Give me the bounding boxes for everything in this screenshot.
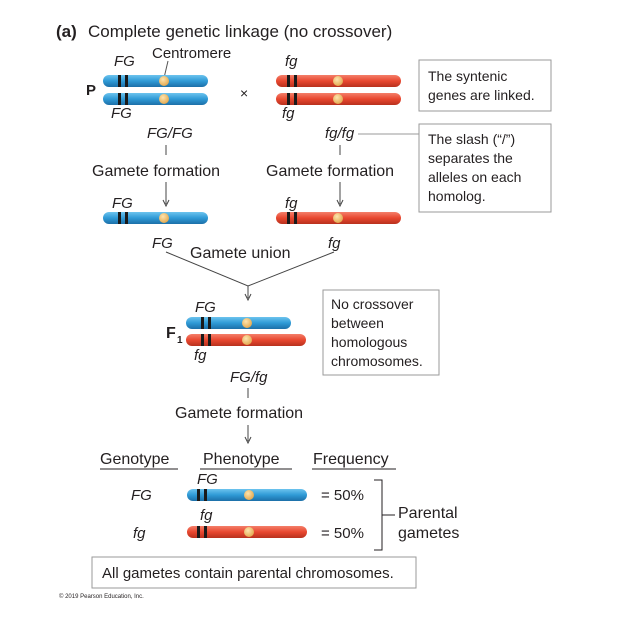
- chromosome-red: [187, 526, 307, 538]
- centromere-label: Centromere: [152, 45, 231, 62]
- note-syntenic-line: genes are linked.: [428, 87, 535, 103]
- genotype-FG-fg: FG/fg: [230, 369, 268, 386]
- p-top-allele: FG: [114, 53, 135, 70]
- row-allele-label: FG: [197, 471, 218, 488]
- summary-box: [91, 556, 417, 589]
- chromosome-blue: [103, 212, 208, 224]
- chromosome-red: [186, 334, 306, 346]
- f1-subscript: 1: [177, 335, 183, 346]
- row-allele-label: fg: [200, 507, 213, 524]
- chromosome-blue: [186, 317, 291, 329]
- cross-symbol: ×: [240, 85, 248, 101]
- arrow-head: [244, 436, 252, 445]
- row-genotype: FG: [131, 487, 152, 504]
- arrow-head: [336, 199, 344, 208]
- f1-label: F: [166, 325, 176, 342]
- genotype-fg-fg: fg/fg: [325, 125, 355, 142]
- title-part: (a): [56, 22, 77, 41]
- row-frequency: = 50%: [321, 525, 364, 542]
- gamete-formation-label: Gamete formation: [266, 163, 394, 180]
- p2-top-allele: fg: [285, 53, 298, 70]
- note-slash-line: alleles on each: [428, 169, 521, 185]
- arrow-head: [162, 199, 170, 208]
- note-nocross-line: homologous: [331, 334, 407, 350]
- f1-top-allele: FG: [195, 299, 216, 316]
- p-bottom-allele: FG: [111, 105, 132, 122]
- header-frequency: Frequency: [313, 451, 389, 468]
- arrow-head: [244, 293, 252, 302]
- p-label: P: [86, 82, 96, 99]
- copyright: © 2019 Pearson Education, Inc.: [59, 593, 144, 600]
- parental-label: Parental: [398, 505, 458, 522]
- note-nocross-line: chromosomes.: [331, 353, 423, 369]
- f1-bottom-allele: fg: [194, 347, 207, 364]
- chromosome-red: [276, 93, 401, 105]
- gamete-fg-allele: fg: [285, 195, 298, 212]
- gamete-union-label: Gamete union: [190, 245, 291, 262]
- note-nocross-line: between: [331, 315, 384, 331]
- note-syntenic-box: [418, 59, 552, 112]
- note-slash-line: The slash (“/”): [428, 131, 515, 147]
- note-syntenic-line: The syntenic: [428, 68, 507, 84]
- genotype-FG-FG: FG/FG: [147, 125, 193, 142]
- page-title: Complete genetic linkage (no crossover): [88, 22, 392, 41]
- parental-label: gametes: [398, 525, 459, 542]
- header-genotype: Genotype: [100, 451, 169, 468]
- parental-bracket: [374, 479, 383, 551]
- summary-text: All gametes contain parental chromosomes…: [102, 565, 394, 582]
- chromosome-blue: [187, 489, 307, 501]
- gamete-formation-label: Gamete formation: [92, 163, 220, 180]
- note-nocross-box: [322, 289, 440, 376]
- chromosome-blue: [103, 93, 208, 105]
- row-genotype: fg: [133, 525, 146, 542]
- union-fg-allele: fg: [328, 235, 341, 252]
- gamete-formation-label: Gamete formation: [175, 405, 303, 422]
- gamete-FG-allele: FG: [112, 195, 133, 212]
- note-slash-box: [418, 123, 552, 213]
- header-phenotype: Phenotype: [203, 451, 280, 468]
- p2-bottom-allele: fg: [282, 105, 295, 122]
- chromosome-red: [276, 75, 401, 87]
- note-slash-line: homolog.: [428, 188, 486, 204]
- note-nocross-line: No crossover: [331, 296, 414, 312]
- row-frequency: = 50%: [321, 487, 364, 504]
- chromosome-blue: [103, 75, 208, 87]
- note-slash-line: separates the: [428, 150, 513, 166]
- union-FG-allele: FG: [152, 235, 173, 252]
- chromosome-red: [276, 212, 401, 224]
